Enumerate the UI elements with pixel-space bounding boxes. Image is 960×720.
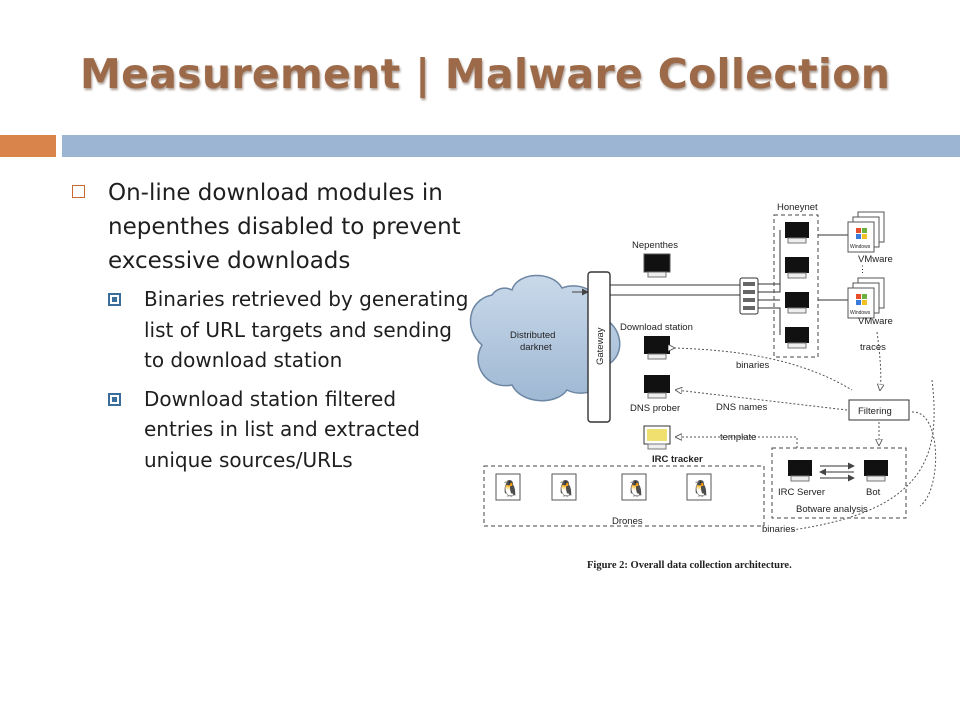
label-template: template: [720, 432, 756, 443]
sub-bullet-text: Download station filtered entries in lis…: [144, 386, 420, 472]
label-windows-2: Windows: [850, 310, 871, 316]
vmware-windows-group-1: Windows VMware: [847, 211, 893, 265]
accent-bar-blue: [62, 135, 960, 157]
label-vmware-2: VMware: [858, 316, 893, 327]
svg-text:🐧: 🐧: [556, 479, 576, 498]
square-bullet-icon: [72, 185, 85, 198]
label-irc-server: IRC Server: [778, 487, 825, 498]
label-filtering: Filtering: [858, 406, 892, 417]
vmware-windows-group-2: Windows VMware: [847, 277, 893, 327]
label-botware-analysis: Botware analysis: [796, 504, 868, 515]
bullet-list: On-line download modules in nepenthes di…: [70, 176, 470, 475]
label-dns-names: DNS names: [716, 402, 767, 413]
slide-title: Measurement | Malware Collection: [80, 50, 891, 98]
svg-text:🐧: 🐧: [626, 479, 646, 498]
filtering-box: Filtering: [848, 399, 910, 421]
accent-bar-orange: [0, 135, 56, 157]
label-bot: Bot: [866, 487, 881, 498]
label-traces: traces: [860, 342, 886, 353]
nepenthes-computer-icon: [643, 253, 671, 278]
svg-text:⋮: ⋮: [858, 264, 867, 274]
irc-tracker-group: [483, 465, 765, 527]
label-honeynet: Honeynet: [777, 202, 818, 213]
label-binaries-1: binaries: [736, 360, 770, 371]
bullet-text: On-line download modules in nepenthes di…: [108, 180, 461, 274]
label-irc-tracker: IRC tracker: [652, 454, 703, 465]
label-vmware-1: VMware: [858, 254, 893, 265]
filled-square-bullet-icon: [108, 293, 121, 306]
honeynet-group: [773, 214, 819, 358]
irc-tracker-computer-icon: [643, 425, 671, 450]
sub-bullet-text: Binaries retrieved by generating list of…: [144, 287, 469, 372]
drone-penguin-icons: 🐧 🐧 🐧 🐧: [495, 473, 712, 501]
label-nepenthes: Nepenthes: [632, 240, 678, 251]
architecture-diagram: Distributed darknet Gateway Nepenthes Ho…: [469, 202, 936, 571]
svg-text:🐧: 🐧: [691, 479, 711, 498]
download-station-computer-icon: [644, 336, 670, 360]
sub-bullet-item: Binaries retrieved by generating list of…: [108, 284, 470, 376]
label-download-station: Download station: [620, 322, 693, 333]
label-dns-prober: DNS prober: [630, 403, 680, 414]
botware-analysis-group: [771, 447, 907, 519]
bot-computer-icon: [864, 460, 888, 482]
svg-text:🐧: 🐧: [500, 479, 520, 498]
label-drones: Drones: [612, 516, 643, 527]
architecture-figure: Distributed darknet Gateway Nepenthes Ho…: [462, 190, 944, 578]
label-distributed: Distributed: [510, 330, 555, 341]
filled-square-bullet-icon: [108, 392, 121, 406]
gateway-box: Gateway: [587, 271, 611, 423]
label-windows-1: Windows: [850, 244, 871, 250]
honeynet-computers: [785, 222, 809, 349]
label-darknet: darknet: [520, 342, 552, 353]
label-binaries-2: binaries: [762, 524, 796, 535]
bullet-item: On-line download modules in nepenthes di…: [70, 176, 470, 278]
figure-caption: Figure 2: Overall data collection archit…: [587, 560, 792, 571]
sub-bullet-item: Download station filtered entries in lis…: [108, 384, 470, 476]
label-gateway: Gateway: [595, 327, 606, 365]
dns-prober-computer-icon: [644, 375, 670, 399]
irc-server-computer-icon: [788, 460, 812, 482]
switch-icon: [739, 277, 759, 315]
